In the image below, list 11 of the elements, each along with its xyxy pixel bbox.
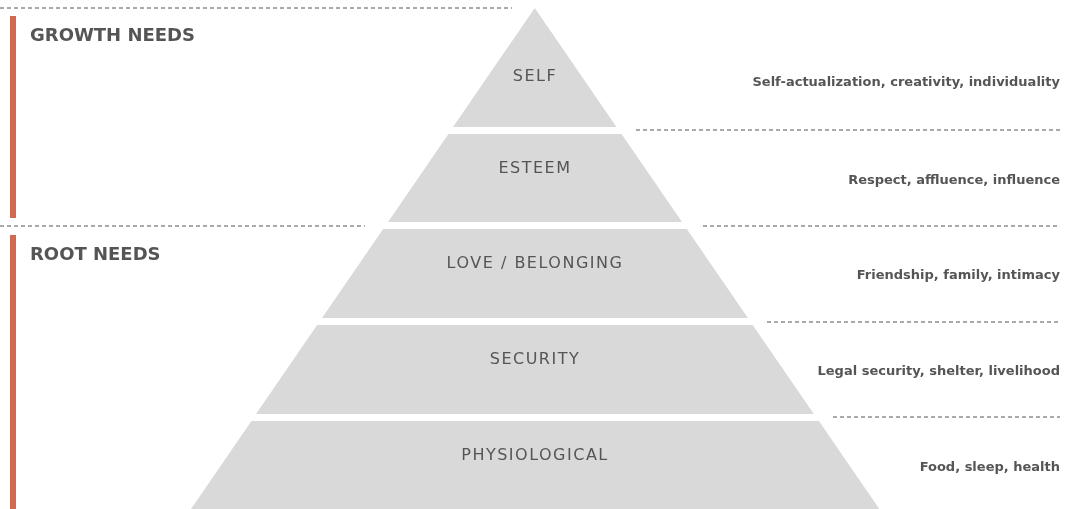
level-description: Friendship, family, intimacy xyxy=(856,267,1060,282)
level-description: Self-actualization, creativity, individuality xyxy=(752,74,1060,89)
level-label: SECURITY xyxy=(489,349,581,368)
level-label: PHYSIOLOGICAL xyxy=(461,445,609,464)
group-heading: GROWTH NEEDS xyxy=(30,24,195,45)
level-label: SELF xyxy=(512,66,558,85)
level-label: ESTEEM xyxy=(498,158,572,177)
level-label: LOVE / BELONGING xyxy=(446,253,624,272)
level-description: Food, sleep, health xyxy=(919,459,1060,474)
group-heading: ROOT NEEDS xyxy=(30,243,161,264)
level-description: Respect, affluence, influence xyxy=(848,172,1060,187)
